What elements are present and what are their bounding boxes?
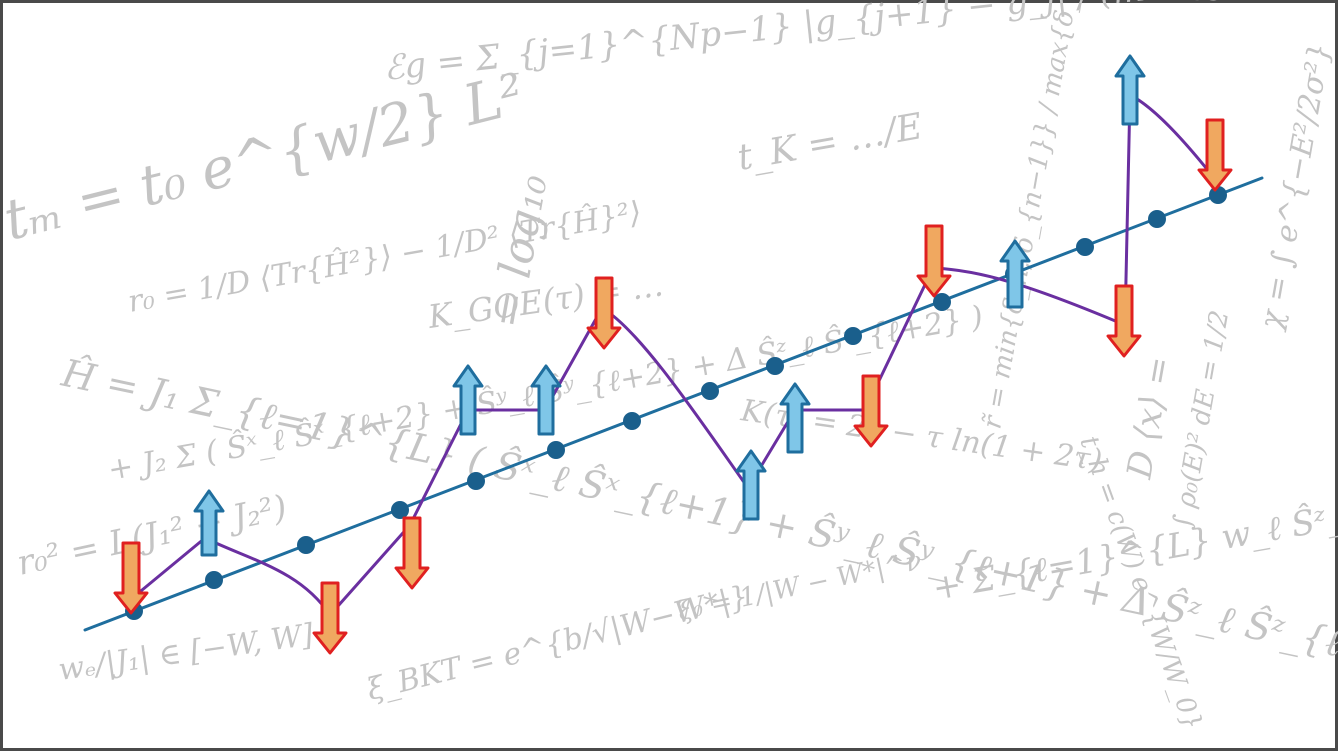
up-arrow-icon [193, 489, 225, 557]
down-arrow-icon [586, 276, 622, 350]
lattice-dot [205, 571, 223, 589]
lattice-dot [547, 441, 565, 459]
formula-xibkt: ξ_BKT = e^{b/√|W−W*|} [363, 579, 752, 708]
down-arrow-icon [394, 516, 430, 590]
lattice-dot [467, 472, 485, 490]
formula-r02: r₀² = L(J₁² + J₂²) [14, 488, 291, 584]
down-arrow-icon [916, 224, 952, 298]
up-arrow-icon [1114, 54, 1146, 126]
formula-tm: tₘ = t₀ e^{w/2} L² [0, 61, 531, 253]
formula-r0int: ∫ ρ₀(E)² dE = 1/2 [1167, 308, 1235, 531]
lattice-dot [1209, 186, 1227, 204]
trend-line [83, 176, 1264, 632]
down-arrow-icon [1197, 118, 1233, 192]
up-arrow-icon [735, 449, 767, 521]
up-arrow-icon [779, 382, 811, 454]
down-arrow-icon [113, 541, 149, 615]
formula-eg: ℰg = Σ_{j=1}^{Np−1} |g_{j+1} − g_j| / (m… [382, 0, 1338, 89]
lattice-dot [1148, 210, 1166, 228]
formula-tk: t_K = …/E [734, 106, 925, 179]
lattice-dots [125, 186, 1227, 620]
formula-chi: χ = ∫ e^{−E²/2σ²} [1253, 40, 1338, 333]
down-arrow-icon [853, 374, 889, 448]
lattice-dot [1076, 238, 1094, 256]
formula-kgoe: K_GOE(τ) = … [425, 265, 666, 336]
formula-we: wₑ/|J₁| ∈ [−W, W] [56, 617, 316, 687]
lattice-dot [623, 412, 641, 430]
up-arrows [193, 54, 1146, 557]
lattice-dot [844, 327, 862, 345]
up-arrow-icon [999, 239, 1031, 309]
up-arrow-icon [452, 364, 484, 436]
lattice-dot [297, 536, 315, 554]
formula-rs: r̃ = min{δ_n, δ_{n−1}} / max{δ_n, δ_{n−1… [977, 0, 1127, 431]
lattice-dot [933, 293, 951, 311]
lattice-dot [766, 357, 784, 375]
down-arrow-icon [312, 581, 348, 655]
up-arrow-icon [530, 364, 562, 436]
lattice-dot [391, 501, 409, 519]
down-arrow-icon [1106, 284, 1142, 358]
formula-dx: D ⟨x⟩ = [1119, 353, 1180, 482]
down-arrows [113, 118, 1233, 655]
lattice-dot [701, 382, 719, 400]
